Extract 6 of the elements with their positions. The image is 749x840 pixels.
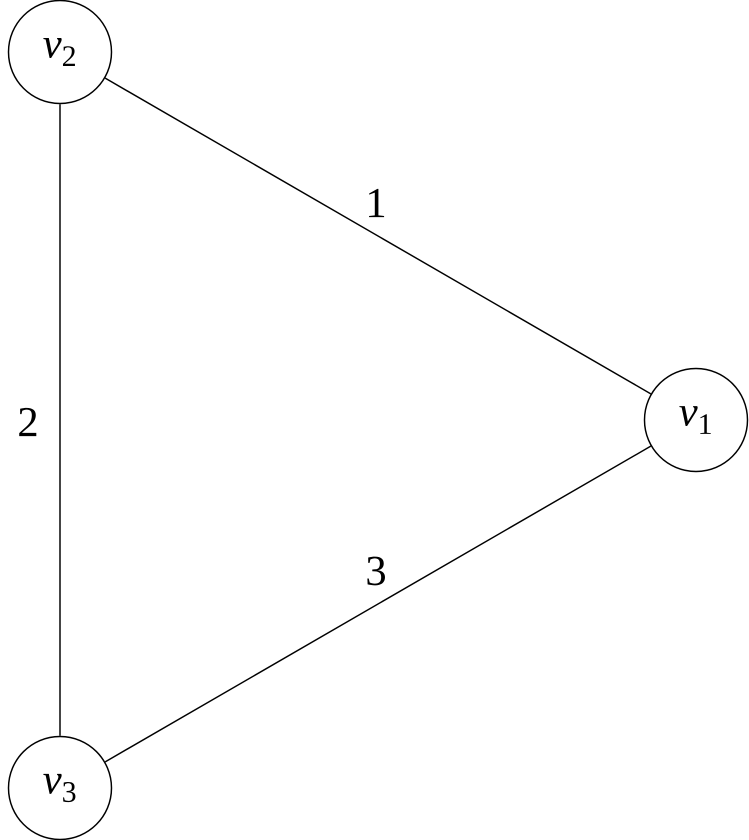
edge-label: 2 (16, 406, 40, 438)
edge-line (104, 78, 652, 394)
edge-label: 3 (364, 555, 388, 587)
edge-label: 1 (364, 188, 388, 218)
edge-line (104, 446, 652, 762)
edge-line (59, 104, 61, 736)
